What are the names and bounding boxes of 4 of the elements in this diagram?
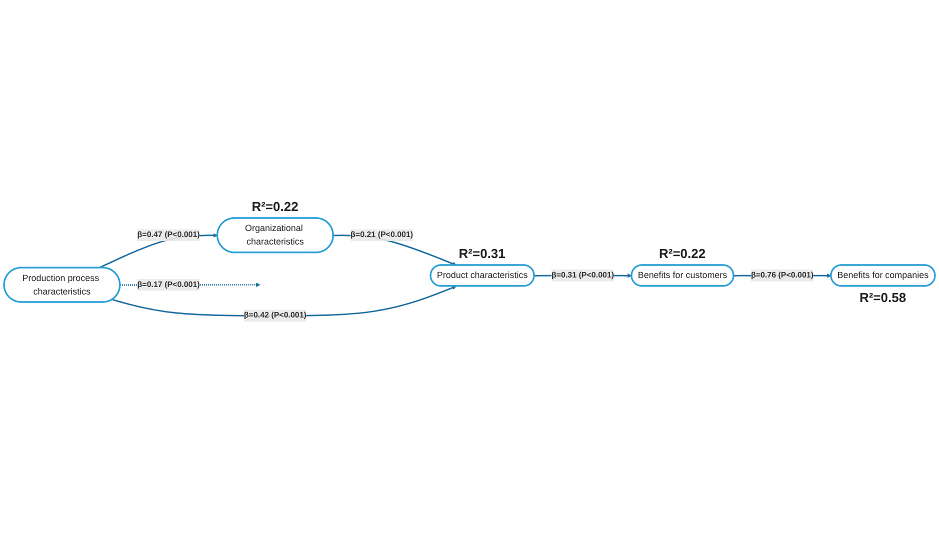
r-squared-label: R²=0.58: [859, 290, 906, 306]
r-squared-label: R²=0.31: [458, 246, 506, 262]
r-squared-label: R²=0.22: [252, 199, 298, 214]
r-squared-label: R²=0.22: [658, 246, 706, 262]
